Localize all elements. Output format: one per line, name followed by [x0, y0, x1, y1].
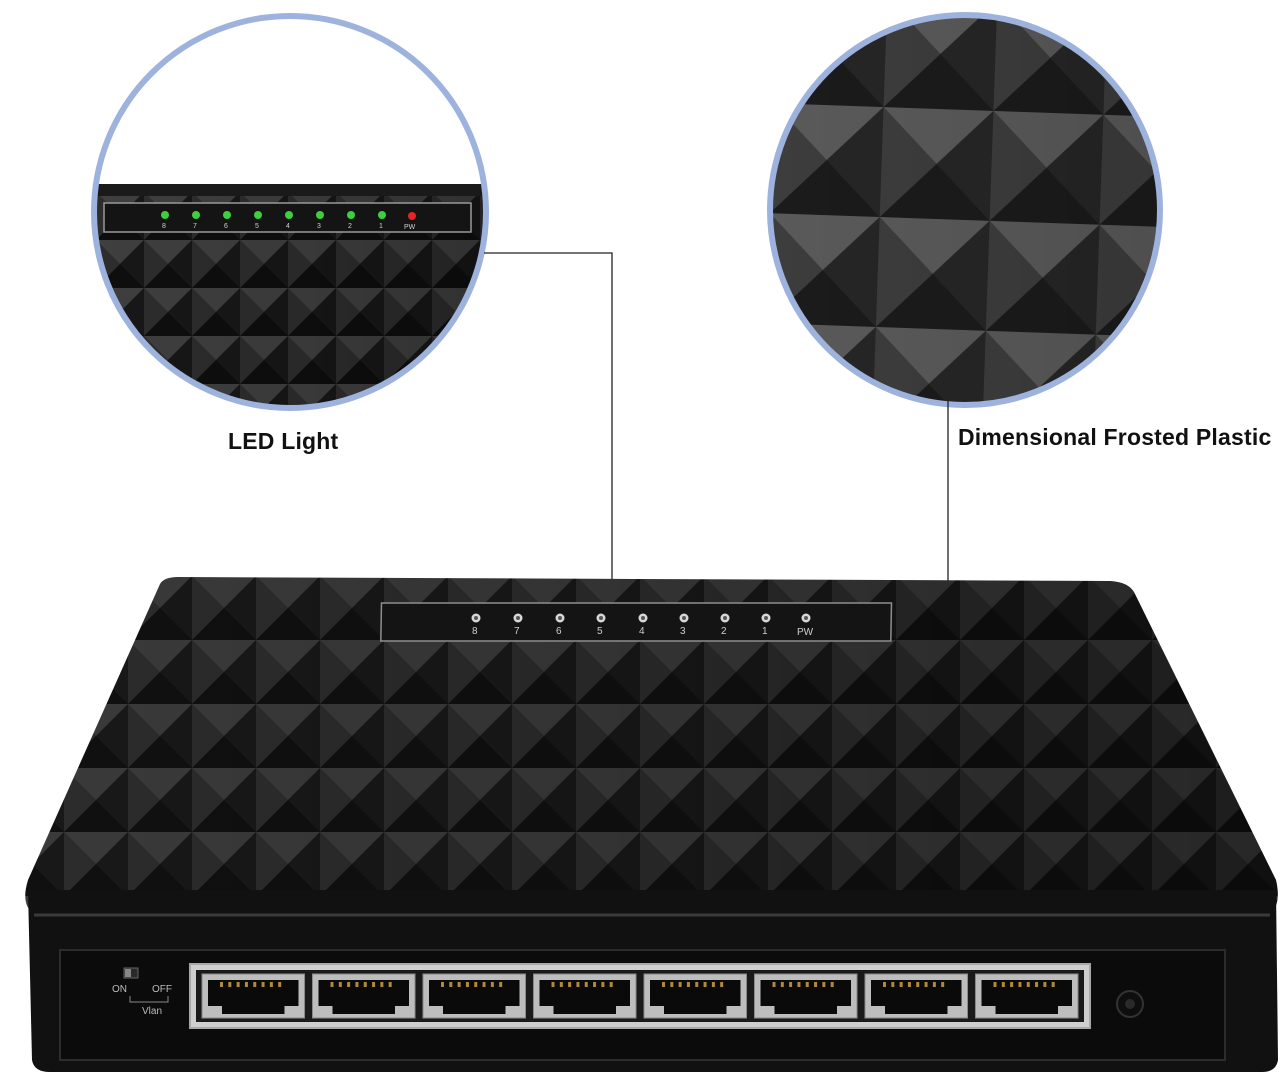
vlan-label: Vlan [142, 1006, 162, 1017]
ethernet-port[interactable] [975, 973, 1079, 1019]
led-panel: 8 7 6 5 4 3 2 1 PW [380, 602, 893, 642]
ethernet-port[interactable] [533, 973, 637, 1019]
zoom-led-label: 1 [379, 223, 383, 230]
zoom-led-label: PW [404, 224, 416, 231]
zoom-led-label: 2 [348, 223, 352, 230]
led-label: 7 [514, 626, 520, 637]
ethernet-port[interactable] [754, 973, 858, 1019]
led-label: 4 [639, 626, 645, 637]
led-label: 8 [472, 626, 478, 637]
led-light-callout: LED Light [228, 428, 339, 454]
ethernet-port-panel [189, 963, 1091, 1029]
vlan-off-label: OFF [152, 984, 172, 995]
led-label: 6 [556, 626, 562, 637]
zoom-led-label: 5 [255, 223, 259, 230]
vlan-switch: ON OFF Vlan [112, 967, 172, 1017]
zoom-led-label: 8 [162, 223, 166, 230]
texture-zoom-circle [767, 12, 1163, 408]
frosted-plastic-callout: Dimensional Frosted Plastic [958, 424, 1272, 450]
ethernet-port[interactable] [312, 973, 416, 1019]
network-switch: 8 7 6 5 4 3 2 1 PW ON OFF Vlan [25, 577, 1278, 1072]
zoom-led-label: 3 [317, 223, 321, 230]
led-label: 1 [762, 626, 768, 637]
ethernet-port[interactable] [201, 973, 305, 1019]
led-label: 2 [721, 626, 727, 637]
zoom-led-label: 4 [286, 223, 290, 230]
ethernet-port[interactable] [864, 973, 968, 1019]
zoom-led-label: 7 [193, 223, 197, 230]
ethernet-port[interactable] [422, 973, 526, 1019]
ethernet-port[interactable] [643, 973, 747, 1019]
zoom-led-row: 8 7 6 5 4 3 2 1 PW [161, 211, 416, 231]
power-jack [1116, 990, 1144, 1018]
led-label: PW [797, 627, 814, 638]
led-label: 3 [680, 626, 686, 637]
vlan-on-label: ON [112, 984, 127, 995]
led-zoom-circle: 8 7 6 5 4 3 2 1 PW [91, 13, 489, 411]
led-label: 5 [597, 626, 603, 637]
zoom-led-label: 6 [224, 223, 228, 230]
